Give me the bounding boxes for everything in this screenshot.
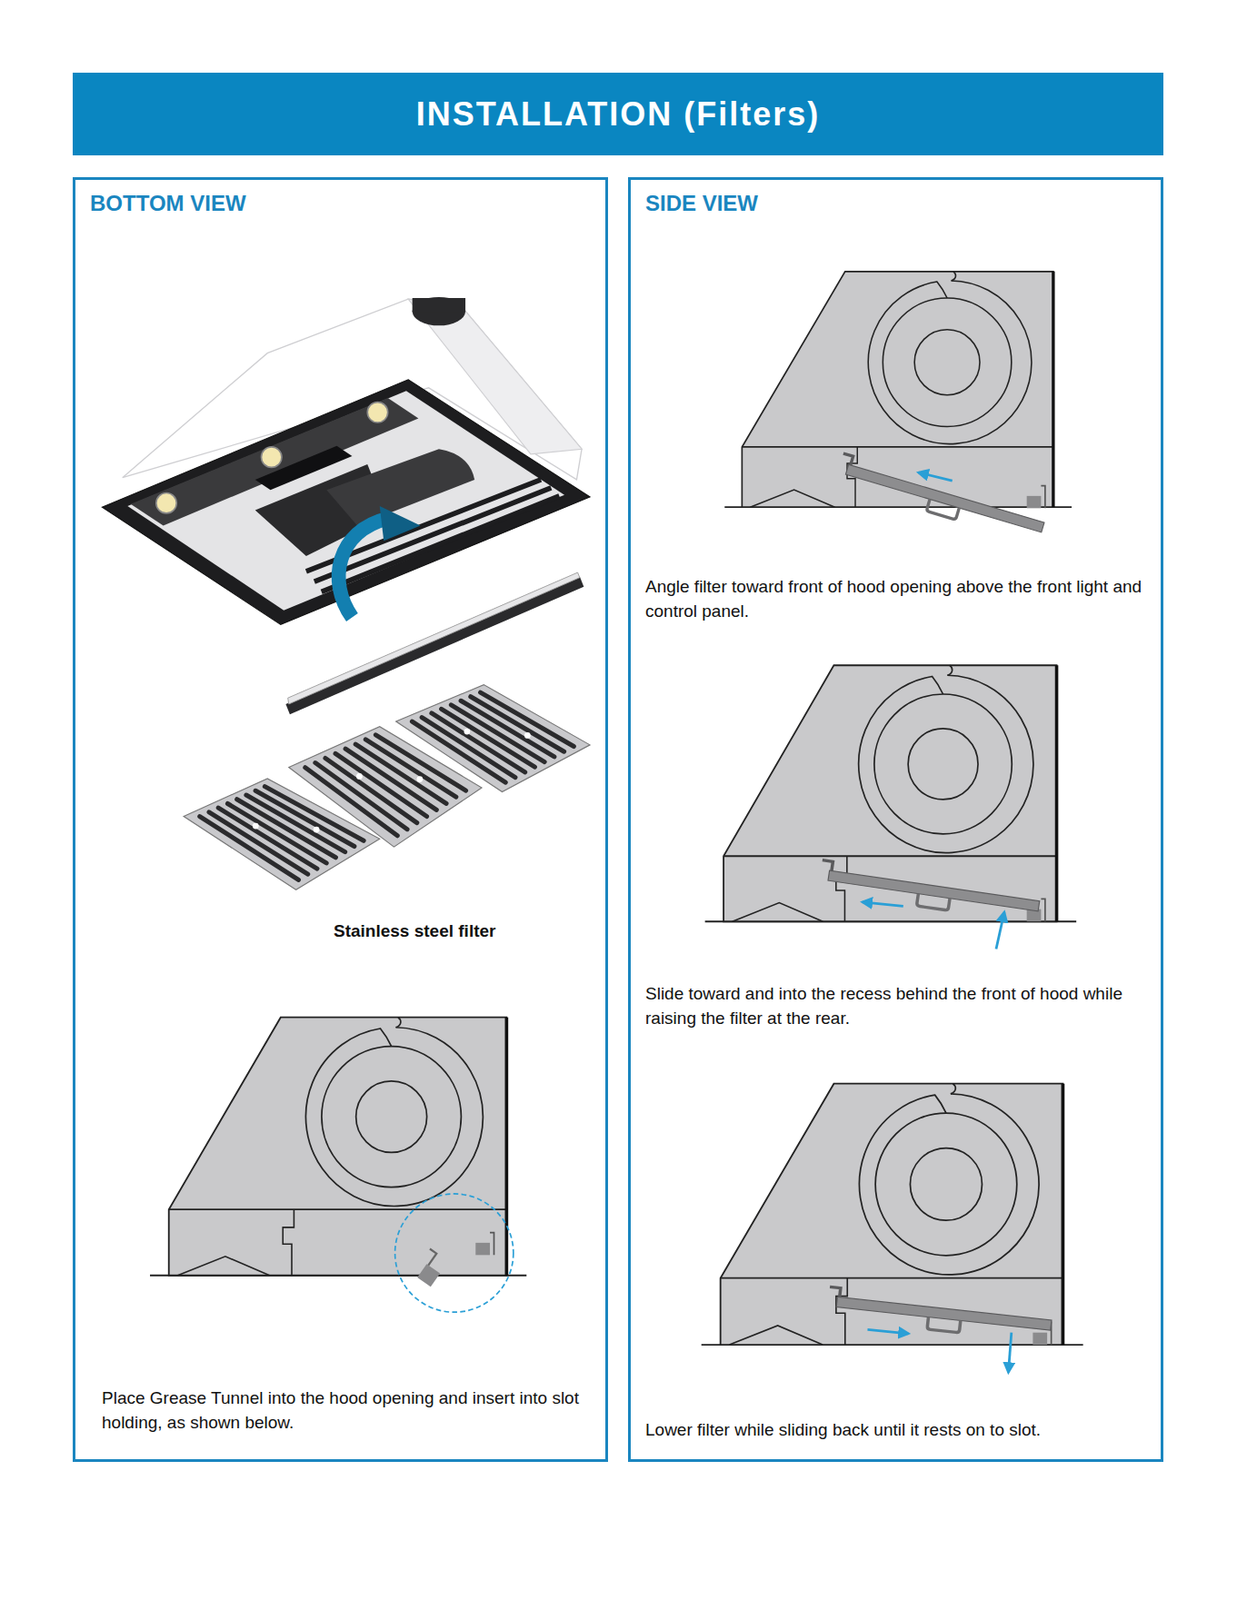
view-heading: SIDE VIEW bbox=[645, 190, 759, 217]
title-band: INSTALLATION (Filters) bbox=[72, 72, 1164, 156]
filter-slat bbox=[255, 790, 355, 847]
filter-slat bbox=[264, 787, 364, 842]
page-title: INSTALLATION (Filters) bbox=[416, 95, 821, 134]
filter-rivet bbox=[356, 773, 363, 780]
filter-slat bbox=[470, 697, 565, 752]
filter-rivet bbox=[313, 827, 320, 834]
instruction-text: Place Grease Tunnel into the hood openin… bbox=[101, 1386, 593, 1436]
filter-rivet bbox=[464, 728, 471, 736]
instruction-text: Angle filter toward front of hood openin… bbox=[645, 574, 1155, 624]
filter-slat bbox=[480, 692, 575, 747]
instruction-text: Slide toward and into the recess behind … bbox=[645, 981, 1155, 1031]
filter-rivet bbox=[416, 776, 423, 783]
filter-slat bbox=[365, 739, 456, 798]
instruction-text: Lower filter while sliding back until it… bbox=[645, 1417, 1155, 1443]
view-panel: SIDE VIEW Angle filter toward front of ho… bbox=[628, 177, 1164, 1463]
filter-rivet bbox=[252, 823, 260, 830]
part-label: Stainless steel filter bbox=[333, 918, 496, 944]
view-panel: BOTTOM VIEW Stainless steel filterPlace G… bbox=[72, 177, 609, 1463]
view-heading: BOTTOM VIEW bbox=[89, 190, 247, 217]
hood-3d bbox=[101, 297, 590, 890]
filter-rivet bbox=[524, 732, 531, 739]
filter-slat bbox=[375, 735, 466, 791]
